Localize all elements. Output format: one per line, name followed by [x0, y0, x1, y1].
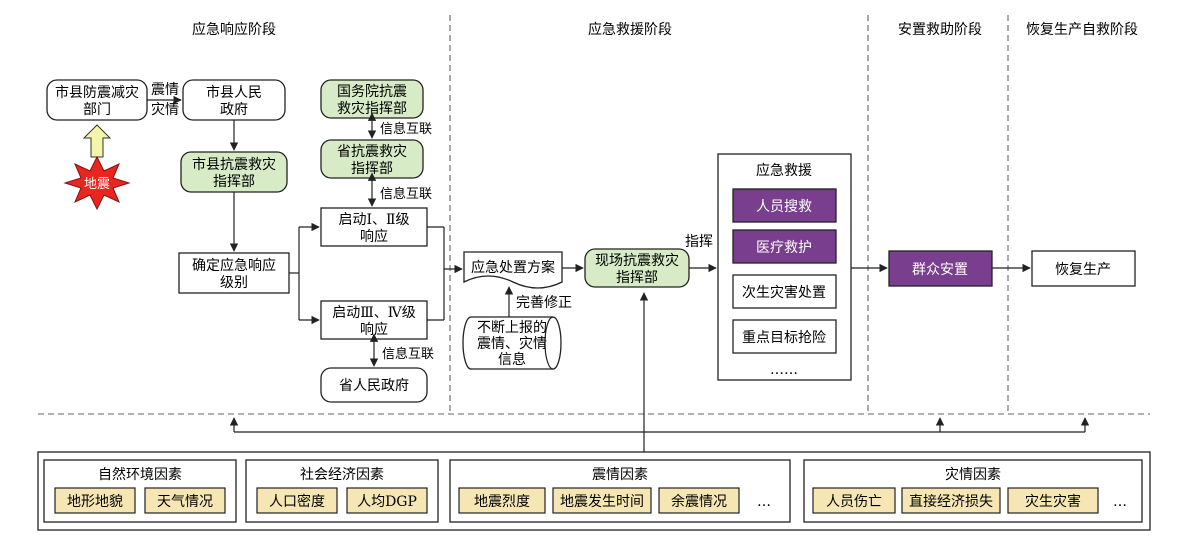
factor-disaster-item-2-label: 直接经济损失 [909, 493, 993, 510]
city-hq-line1: 市县抗震救灾 [192, 156, 276, 173]
improve-label: 完善修正 [516, 295, 572, 311]
medical-aid-label: 医疗救护 [756, 240, 812, 256]
reports-line3: 信息 [498, 351, 526, 368]
factor-social-item-2-label: 人均DGP [357, 494, 417, 510]
level34-response-box [320, 300, 428, 340]
key-target-box [732, 319, 837, 354]
rescue-title: 应急救援 [756, 162, 812, 179]
city-gov-line1: 市县人民 [206, 84, 262, 101]
city-quake-dept-line2: 部门 [83, 102, 111, 118]
factor-natural-item-2-label: 天气情况 [157, 494, 213, 510]
determine-level-box [178, 252, 290, 294]
factor-quake-item-1 [458, 487, 546, 514]
factor-natural-item-1-label: 地形地貌 [67, 494, 123, 510]
city-quake-dept-line1: 市县防震减灾 [55, 84, 139, 101]
site-hq-line1: 现场抗震救灾 [595, 252, 679, 269]
factor-natural-title: 自然环境因素 [98, 466, 182, 483]
search-rescue-label: 人员搜救 [756, 199, 812, 215]
reports-line1: 不断上报的 [477, 320, 547, 336]
prov-hq-line1: 省抗震救灾 [337, 143, 407, 160]
secondary-disaster-box [732, 274, 837, 309]
earthquake-label: 地震 [84, 177, 110, 192]
info-link-label-1: 信息互联 [380, 121, 432, 137]
prov-hq-line2: 指挥部 [351, 161, 393, 177]
resume-production-label: 恢复生产 [1055, 261, 1111, 278]
factor-quake-more: … [757, 494, 771, 510]
state-hq-line2: 救灾指挥部 [337, 100, 407, 117]
stage-title-recovery: 恢复生产自救阶段 [1026, 21, 1138, 38]
stage-title-response: 应急响应阶段 [192, 21, 276, 38]
plan-label: 应急处置方案 [471, 259, 555, 276]
label-quake-info: 震情 [151, 82, 179, 98]
factor-quake-item-3 [658, 487, 740, 514]
search-rescue-box [732, 188, 837, 223]
factor-disaster-item-3 [1007, 487, 1099, 514]
reports-storage-edge [544, 316, 554, 370]
factor-social-item-1 [256, 487, 338, 514]
level12-response-box [320, 207, 428, 247]
info-link-label-3: 信息互联 [382, 346, 434, 362]
factor-social-title: 社会经济因素 [300, 467, 384, 483]
state-hq-line1: 国务院抗震 [337, 84, 407, 100]
level12-line2: 响应 [360, 228, 388, 245]
factor-disaster-item-2 [901, 487, 1001, 514]
resume-production-box [1031, 250, 1136, 287]
factor-disaster-more: … [1113, 494, 1127, 510]
label-disaster-info: 灾情 [151, 101, 179, 118]
emergency-plan-document [463, 251, 563, 289]
factor-quake-item-1-label: 地震烈度 [474, 494, 530, 510]
earthquake-burst-icon [63, 155, 131, 211]
factor-quake-item-2 [552, 487, 652, 514]
factor-natural-item-2 [144, 487, 226, 514]
determine-line2: 级别 [220, 275, 248, 291]
site-hq-line2: 指挥部 [616, 270, 658, 286]
factor-quake-item-3-label: 余震情况 [671, 493, 727, 510]
reports-line2: 震情、灾情 [477, 335, 547, 352]
secondary-disaster-label: 次生灾害处置 [742, 284, 826, 301]
key-target-label: 重点目标抢险 [742, 329, 826, 346]
provincial-gov-box [320, 367, 428, 403]
factor-quake-title: 震情因素 [592, 467, 648, 483]
factor-disaster-item-1 [812, 487, 896, 514]
factor-disaster-title: 灾情因素 [945, 466, 1001, 483]
resettle-label: 群众安置 [912, 262, 968, 278]
level34-line2: 响应 [360, 321, 388, 338]
level34-line1: 启动Ⅲ、Ⅳ级 [332, 305, 416, 321]
factor-disaster-item-3-label: 灾生灾害 [1025, 493, 1081, 510]
up-arrow-icon [82, 124, 112, 158]
command-label: 指挥 [685, 234, 713, 250]
provincial-gov-label: 省人民政府 [339, 378, 409, 394]
info-link-label-2: 信息互联 [380, 186, 432, 202]
medical-aid-box [732, 229, 837, 264]
stage-title-settle: 安置救助阶段 [898, 22, 982, 38]
factor-social-item-1-label: 人口密度 [269, 493, 325, 510]
city-hq-line2: 指挥部 [213, 174, 255, 190]
factor-natural-item-1 [54, 487, 136, 514]
level12-line1: 启动Ⅰ、Ⅱ级 [338, 212, 409, 228]
determine-line1: 确定应急响应 [192, 257, 276, 274]
factor-social-item-2 [346, 487, 428, 514]
rescue-ellipsis: …… [770, 362, 798, 378]
city-gov-line2: 政府 [220, 102, 248, 118]
stage-title-rescue: 应急救援阶段 [588, 21, 672, 38]
factor-disaster-item-1-label: 人员伤亡 [826, 494, 882, 510]
factor-quake-item-2-label: 地震发生时间 [560, 494, 644, 510]
